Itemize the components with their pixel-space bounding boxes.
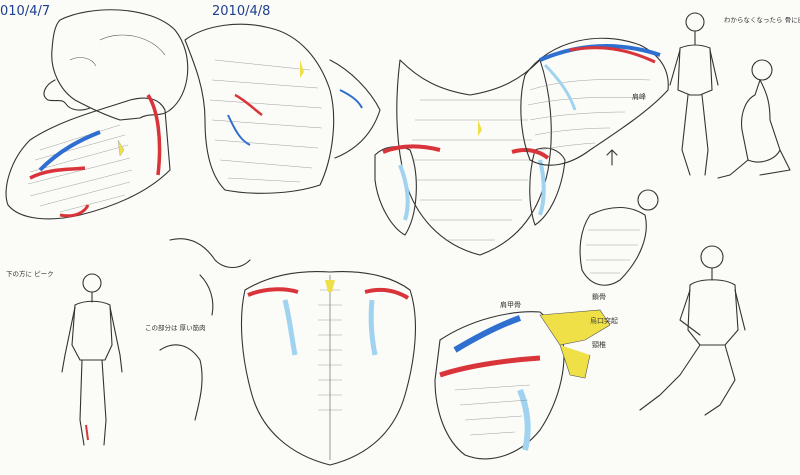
back-study-1 (184, 23, 381, 194)
figure-kneeling (717, 59, 791, 179)
note-return-to-bone: わからなくなったら 骨に戻る!! (724, 16, 800, 24)
figure-seated (639, 245, 746, 416)
label-coracoid: 烏口突起 (590, 317, 618, 325)
label-acromion: 肩峰 (632, 93, 646, 101)
figure-standing-back (669, 12, 719, 176)
ribcage-scapula-study (520, 37, 669, 166)
date-second: 2010/4/8 (212, 4, 271, 19)
label-clavicle: 鎖骨 (592, 293, 606, 301)
label-cervical: 頸椎 (592, 341, 606, 349)
arrow-up-mark (606, 149, 618, 166)
date-first: 010/4/7 (0, 4, 51, 19)
back-spine-study (240, 271, 416, 466)
back-study-2 (374, 59, 566, 256)
skull-neck-study (5, 9, 189, 220)
label-scapula-spine: 肩甲骨 (500, 301, 521, 309)
skeleton-study (579, 189, 659, 286)
figure-standing-front (61, 273, 123, 446)
note-peak-lower: 下の方に ピーク (6, 270, 54, 278)
note-thick-muscle: この部分は 厚い筋肉 (145, 324, 206, 332)
shoulder-bone-study (434, 309, 611, 460)
neck-sketches (159, 238, 251, 421)
